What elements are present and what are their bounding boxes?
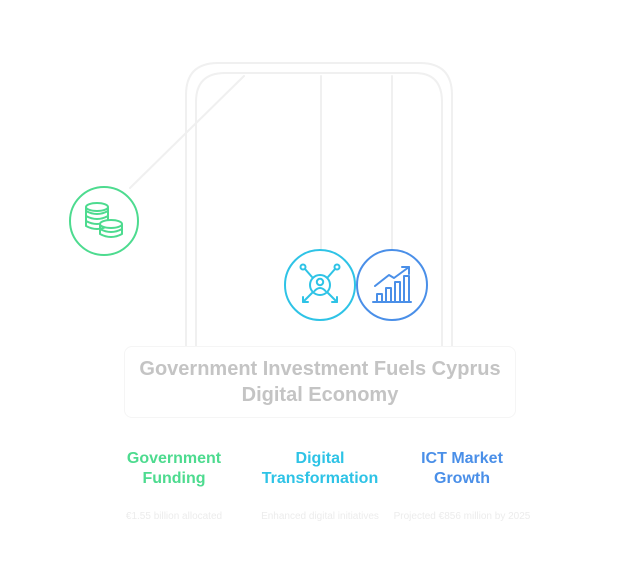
column-description: €1.55 billion allocated — [125, 511, 223, 522]
column-digital-transformation: Digital Transformation Enhanced digital … — [250, 449, 390, 523]
diagram-title: Government Investment Fuels Cyprus Digit… — [139, 358, 501, 406]
column-description: Projected €856 million by 2025 — [393, 511, 531, 522]
column-description: Enhanced digital initiatives — [261, 511, 379, 522]
column-title: ICT Market Growth — [421, 450, 503, 487]
column-government-funding: Government Funding €1.55 billion allocat… — [104, 449, 244, 523]
column-title: Digital Transformation — [261, 450, 379, 487]
bar-chart-arrow-icon — [356, 249, 428, 321]
column-ict-market-growth: ICT Market Growth Projected €856 million… — [392, 449, 532, 523]
person-network-icon — [284, 249, 356, 321]
column-title: Government Funding — [126, 450, 222, 487]
coins-stack-icon — [69, 186, 139, 256]
title-box: Government Investment Fuels Cyprus Digit… — [124, 346, 516, 418]
